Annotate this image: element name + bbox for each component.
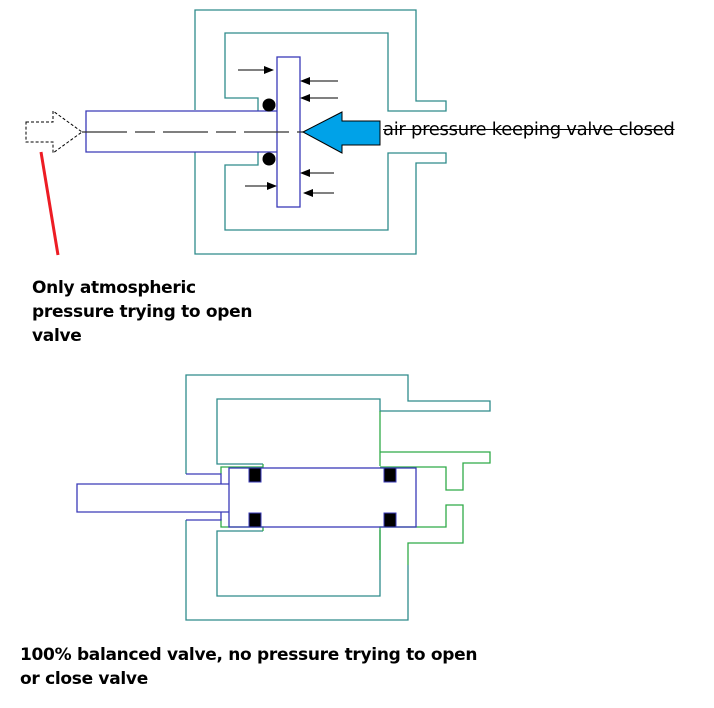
o-ring-bottom — [262, 152, 276, 166]
housing-inner-bottom — [216, 530, 381, 597]
piston-neck — [221, 483, 229, 513]
piston-step — [186, 473, 222, 521]
atmospheric-arrow-icon — [25, 110, 83, 154]
housing-outer-top — [194, 9, 447, 112]
unbalanced-valve-diagram — [25, 9, 447, 256]
o-ring-top — [262, 98, 276, 112]
seal-top-left — [248, 467, 262, 483]
atmospheric-pressure-label: Only atmospheric pressure trying to open… — [32, 278, 253, 346]
seal-bottom-right — [383, 512, 397, 528]
seal-bottom-left — [248, 512, 262, 528]
air-pressure-arrow-icon — [301, 111, 381, 154]
passage-top-left — [220, 464, 264, 474]
housing-outer-bottom — [185, 520, 409, 621]
housing-outer-bottom — [194, 152, 447, 255]
passage-right-top — [379, 411, 491, 491]
seal-top-right — [383, 467, 397, 483]
housing-outer-top — [185, 374, 491, 474]
pointer-line — [39, 151, 60, 256]
piston-stem — [76, 483, 221, 513]
balanced-valve-label: 100% balanced valve, no pressure trying … — [20, 645, 478, 689]
piston-body — [228, 467, 417, 528]
air-pressure-label: air pressure keeping valve closed — [383, 119, 675, 140]
balanced-valve-diagram — [76, 374, 491, 621]
